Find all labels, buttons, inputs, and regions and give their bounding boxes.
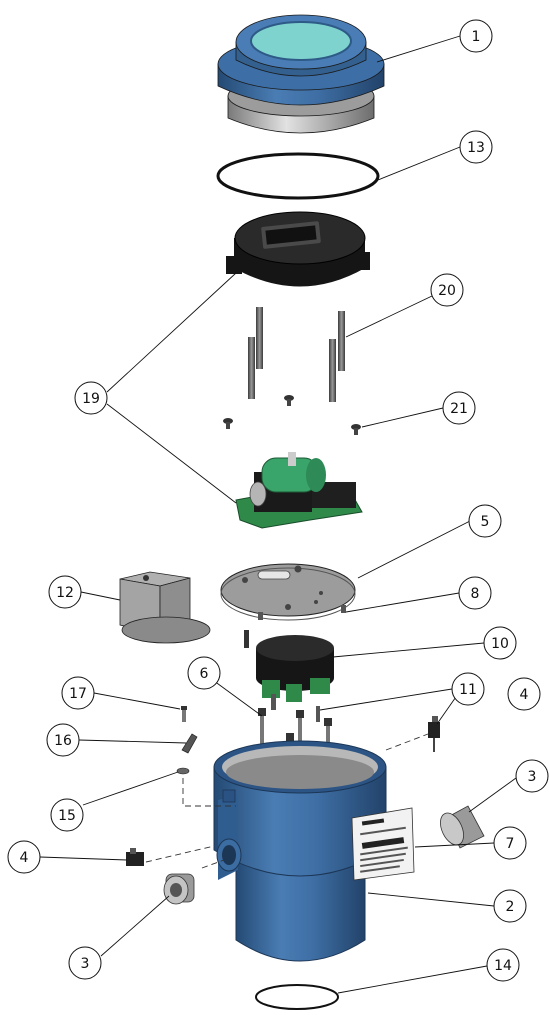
callout-label: 6 xyxy=(200,666,209,682)
callout-8: 8 xyxy=(458,576,492,610)
callout-7: 7 xyxy=(493,826,527,860)
callout-label: 17 xyxy=(69,686,87,702)
callout-label: 2 xyxy=(506,899,515,915)
callout-13: 13 xyxy=(459,130,493,164)
callout-12: 12 xyxy=(48,575,82,609)
cover-part-1 xyxy=(217,14,385,134)
callout-5: 5 xyxy=(468,504,502,538)
callout-label: 7 xyxy=(506,836,515,852)
connector-part-4-left xyxy=(126,848,144,866)
callout-label: 8 xyxy=(471,586,480,602)
callout-3-right: 3 xyxy=(515,759,549,793)
callout-6: 6 xyxy=(187,656,221,690)
electronics-board-part-19 xyxy=(235,452,363,529)
callout-2: 2 xyxy=(493,889,527,923)
main-housing-part-2 xyxy=(213,740,387,962)
o-ring-part-13 xyxy=(216,152,380,200)
callout-21: 21 xyxy=(442,391,476,425)
callout-label: 20 xyxy=(438,283,456,299)
callout-4-right: 4 xyxy=(507,677,541,711)
assembly-dash-lines xyxy=(145,733,429,869)
callout-16: 16 xyxy=(46,723,80,757)
plug-cap-part-3-right xyxy=(440,805,485,849)
callout-label: 3 xyxy=(81,956,90,972)
callout-19: 19 xyxy=(74,381,108,415)
callout-label: 3 xyxy=(528,769,537,785)
callout-label: 15 xyxy=(58,808,76,824)
callout-label: 4 xyxy=(20,850,29,866)
callout-label: 10 xyxy=(491,636,509,652)
plug-cap-part-3-left xyxy=(163,873,195,905)
mounting-plate-part-5 xyxy=(220,563,356,621)
o-ring-part-14 xyxy=(255,984,339,1010)
callout-20: 20 xyxy=(430,273,464,307)
connector-part-4-right xyxy=(428,716,440,752)
small-parts-15-16-17 xyxy=(176,706,198,775)
callout-label: 19 xyxy=(82,391,100,407)
label-plate-part-7 xyxy=(351,807,415,881)
callout-14: 14 xyxy=(486,948,520,982)
callout-15: 15 xyxy=(50,798,84,832)
callout-label: 5 xyxy=(481,514,490,530)
display-module-part-19 xyxy=(226,211,370,287)
callout-label: 1 xyxy=(472,29,481,45)
callout-10: 10 xyxy=(483,626,517,660)
callout-3-left: 3 xyxy=(68,946,102,980)
callout-label: 14 xyxy=(494,958,512,974)
callout-label: 11 xyxy=(459,682,477,698)
callout-11: 11 xyxy=(451,672,485,706)
callout-1: 1 xyxy=(459,19,493,53)
posts-part-8 xyxy=(258,605,346,620)
leader-lines xyxy=(39,35,517,994)
bracket-part-12 xyxy=(119,571,211,644)
callout-label: 4 xyxy=(520,687,529,703)
sensor-module-part-10 xyxy=(244,630,334,702)
callout-label: 12 xyxy=(56,585,74,601)
callout-label: 21 xyxy=(450,401,468,417)
callout-label: 16 xyxy=(54,733,72,749)
screws-part-21 xyxy=(223,395,361,435)
callout-label: 13 xyxy=(467,140,485,156)
callout-17: 17 xyxy=(61,676,95,710)
callout-4-left: 4 xyxy=(7,840,41,874)
standoffs-part-20 xyxy=(248,307,345,402)
